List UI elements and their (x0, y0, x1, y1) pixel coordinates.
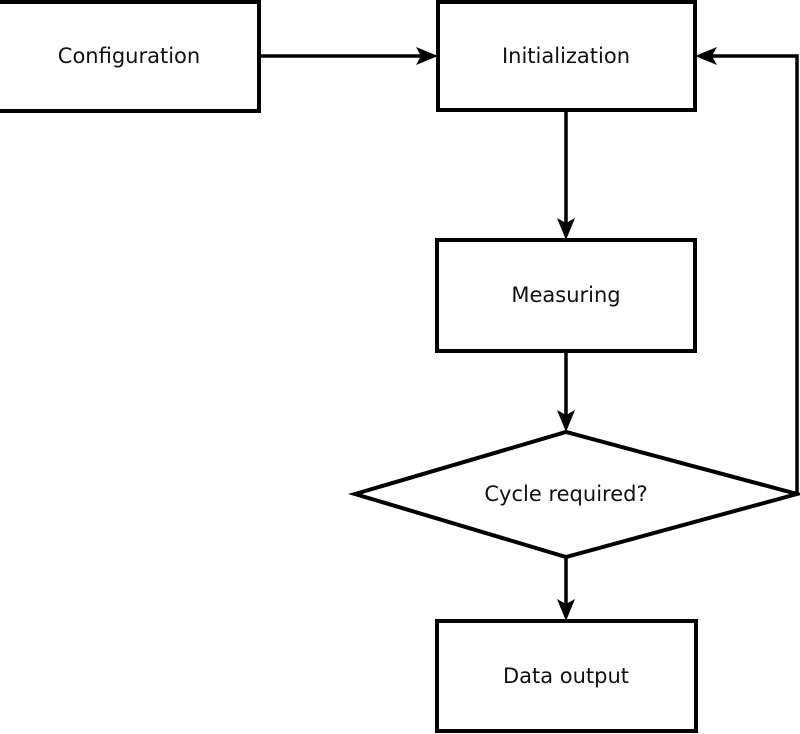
node-label-measuring: Measuring (511, 283, 620, 307)
arrowhead-icon-cycle-top (557, 410, 575, 432)
node-cycle-required[interactable]: Cycle required? (347, 429, 800, 560)
edge-cycle-required-to-data-output (557, 557, 575, 621)
node-shape-data-output[interactable] (435, 619, 698, 733)
edge-path-feedback-loop (704, 54, 799, 494)
node-label-data-output: Data output (503, 664, 629, 688)
arrowhead-icon-initialization-right (695, 47, 717, 65)
arrowhead-icon-initialization-left (416, 47, 438, 65)
node-initialization[interactable]: Initialization (436, 0, 697, 112)
node-shape-initialization[interactable] (436, 0, 697, 112)
node-label-configuration: Configuration (58, 44, 200, 68)
node-shape-measuring[interactable] (435, 238, 697, 353)
node-configuration[interactable]: Configuration (0, 0, 261, 113)
edge-cycle-required-to-initialization-loop (695, 47, 799, 494)
arrowhead-icon-data-output-top (557, 599, 575, 621)
edge-initialization-to-measuring (557, 110, 575, 240)
node-shape-cycle-required-diamond[interactable] (347, 429, 800, 560)
node-measuring[interactable]: Measuring (435, 238, 697, 353)
edge-configuration-to-initialization (259, 47, 438, 65)
edge-measuring-to-cycle-required (557, 351, 575, 432)
arrowhead-icon-measuring-top (557, 218, 575, 240)
node-data-output[interactable]: Data output (435, 619, 698, 733)
node-shape-configuration[interactable] (0, 0, 261, 113)
node-label-initialization: Initialization (502, 44, 630, 68)
node-label-cycle-required: Cycle required? (484, 482, 647, 506)
